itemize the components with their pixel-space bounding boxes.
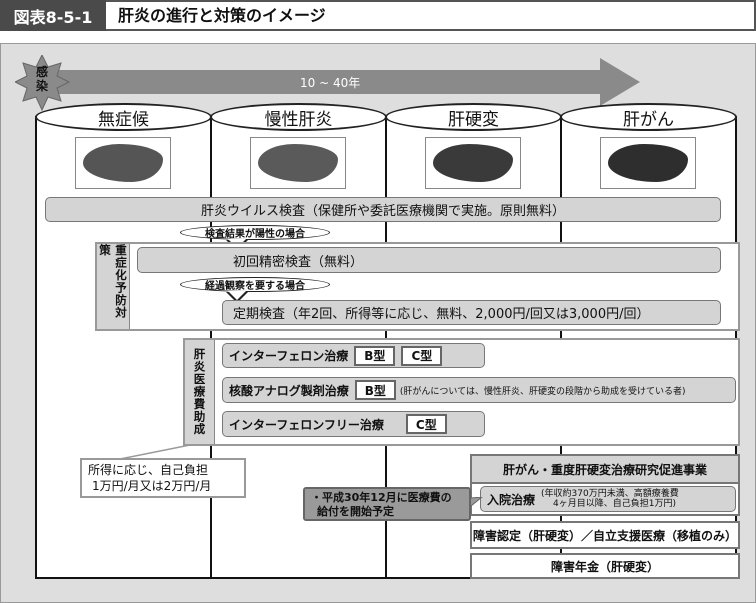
schedule-callout: ・平成30年12月に医療費の 給付を開始予定 xyxy=(303,487,471,521)
infection-label: 感染 xyxy=(35,65,48,93)
stage-liver-cancer: 肝がん xyxy=(560,103,737,131)
callout-connector xyxy=(119,444,191,460)
regular-test-bar: 定期検査（年2回、所得等に応じ、無料、2,000円/回又は3,000円/回） xyxy=(222,300,721,325)
inpatient-label: 入院治療 xyxy=(487,492,536,507)
virus-test-bar: 肝炎ウイルス検査（保健所や委託医療機関で実施。原則無料） xyxy=(45,197,721,222)
subsidy-label: 肝炎医療費助成 xyxy=(185,340,215,444)
liver-image-chronic xyxy=(250,137,346,189)
inpatient-note: (年収約370万円未満、高額療養費 4ヶ月目以降、自己負担1万円) xyxy=(541,489,679,509)
callout-line1: ・平成30年12月に医療費の xyxy=(311,491,452,504)
stage-chronic-hepatitis: 慢性肝炎 xyxy=(210,103,387,131)
inpatient-box: 入院治療 (年収約370万円未満、高額療養費 4ヶ月目以降、自己負担1万円) xyxy=(480,486,736,512)
infection-star-icon xyxy=(15,55,71,111)
copay-note: 所得に応じ、自己負担 1万円/月又は2万円/月 xyxy=(80,458,246,498)
callout-line2: 給付を開始予定 xyxy=(317,505,394,518)
liver-image-cirrhosis xyxy=(425,137,521,189)
nucleic-acid-row: 核酸アナログ製剤治療 B型 (肝がんについては、慢性肝炎、肝硬変の段階から助成を… xyxy=(222,377,736,403)
condition-positive: 検査結果が陽性の場合 xyxy=(180,225,330,240)
type-b-badge: B型 xyxy=(354,345,396,366)
timeline-arrow xyxy=(15,55,640,111)
type-c-badge: C型 xyxy=(401,345,443,366)
interferon-row: インターフェロン治療 B型 C型 xyxy=(222,343,485,368)
type-b-badge: B型 xyxy=(354,380,396,400)
figure-title: 肝炎の進行と対策のイメージ xyxy=(118,6,326,25)
initial-test-bar: 初回精密検査（無料） xyxy=(137,247,721,273)
cancer-program-header: 肝がん・重度肝硬変治療研究促進事業 xyxy=(470,454,740,484)
down-arrow-icon xyxy=(226,291,248,303)
treatment-name: インターフェロンフリー治療 xyxy=(229,417,384,432)
liver-image-cancer xyxy=(600,137,696,189)
stage-asymptomatic: 無症候 xyxy=(35,103,212,131)
treatment-name: 核酸アナログ製剤治療 xyxy=(229,383,349,398)
disability-certification: 障害認定（肝硬変）／自立支援医療（移植のみ） xyxy=(470,521,740,549)
prevention-label: 重症化予防対策 xyxy=(97,244,130,329)
inpatient-note-line1: (年収約370万円未満、高額療養費 xyxy=(541,489,679,499)
type-c-badge: C型 xyxy=(405,414,447,434)
stage-cirrhosis: 肝硬変 xyxy=(385,103,562,131)
timeline-duration: 10 ~ 40年 xyxy=(300,76,361,90)
disability-pension: 障害年金（肝硬変） xyxy=(470,553,740,579)
copay-note-line1: 所得に応じ、自己負担 xyxy=(88,463,209,477)
copay-note-line2: 1万円/月又は2万円/月 xyxy=(92,479,212,493)
condition-followup: 経過観察を要する場合 xyxy=(180,277,330,292)
liver-image-healthy xyxy=(75,137,171,189)
treatment-name: インターフェロン治療 xyxy=(229,349,349,363)
title-bar xyxy=(0,0,756,31)
inpatient-note-line2: 4ヶ月目以降、自己負担1万円) xyxy=(553,499,676,509)
interferon-free-row: インターフェロンフリー治療 C型 xyxy=(222,411,485,437)
figure-number: 図表8-5-1 xyxy=(0,0,106,31)
treatment-note: (肝がんについては、慢性肝炎、肝硬変の段階から助成を受けている者) xyxy=(399,386,686,397)
